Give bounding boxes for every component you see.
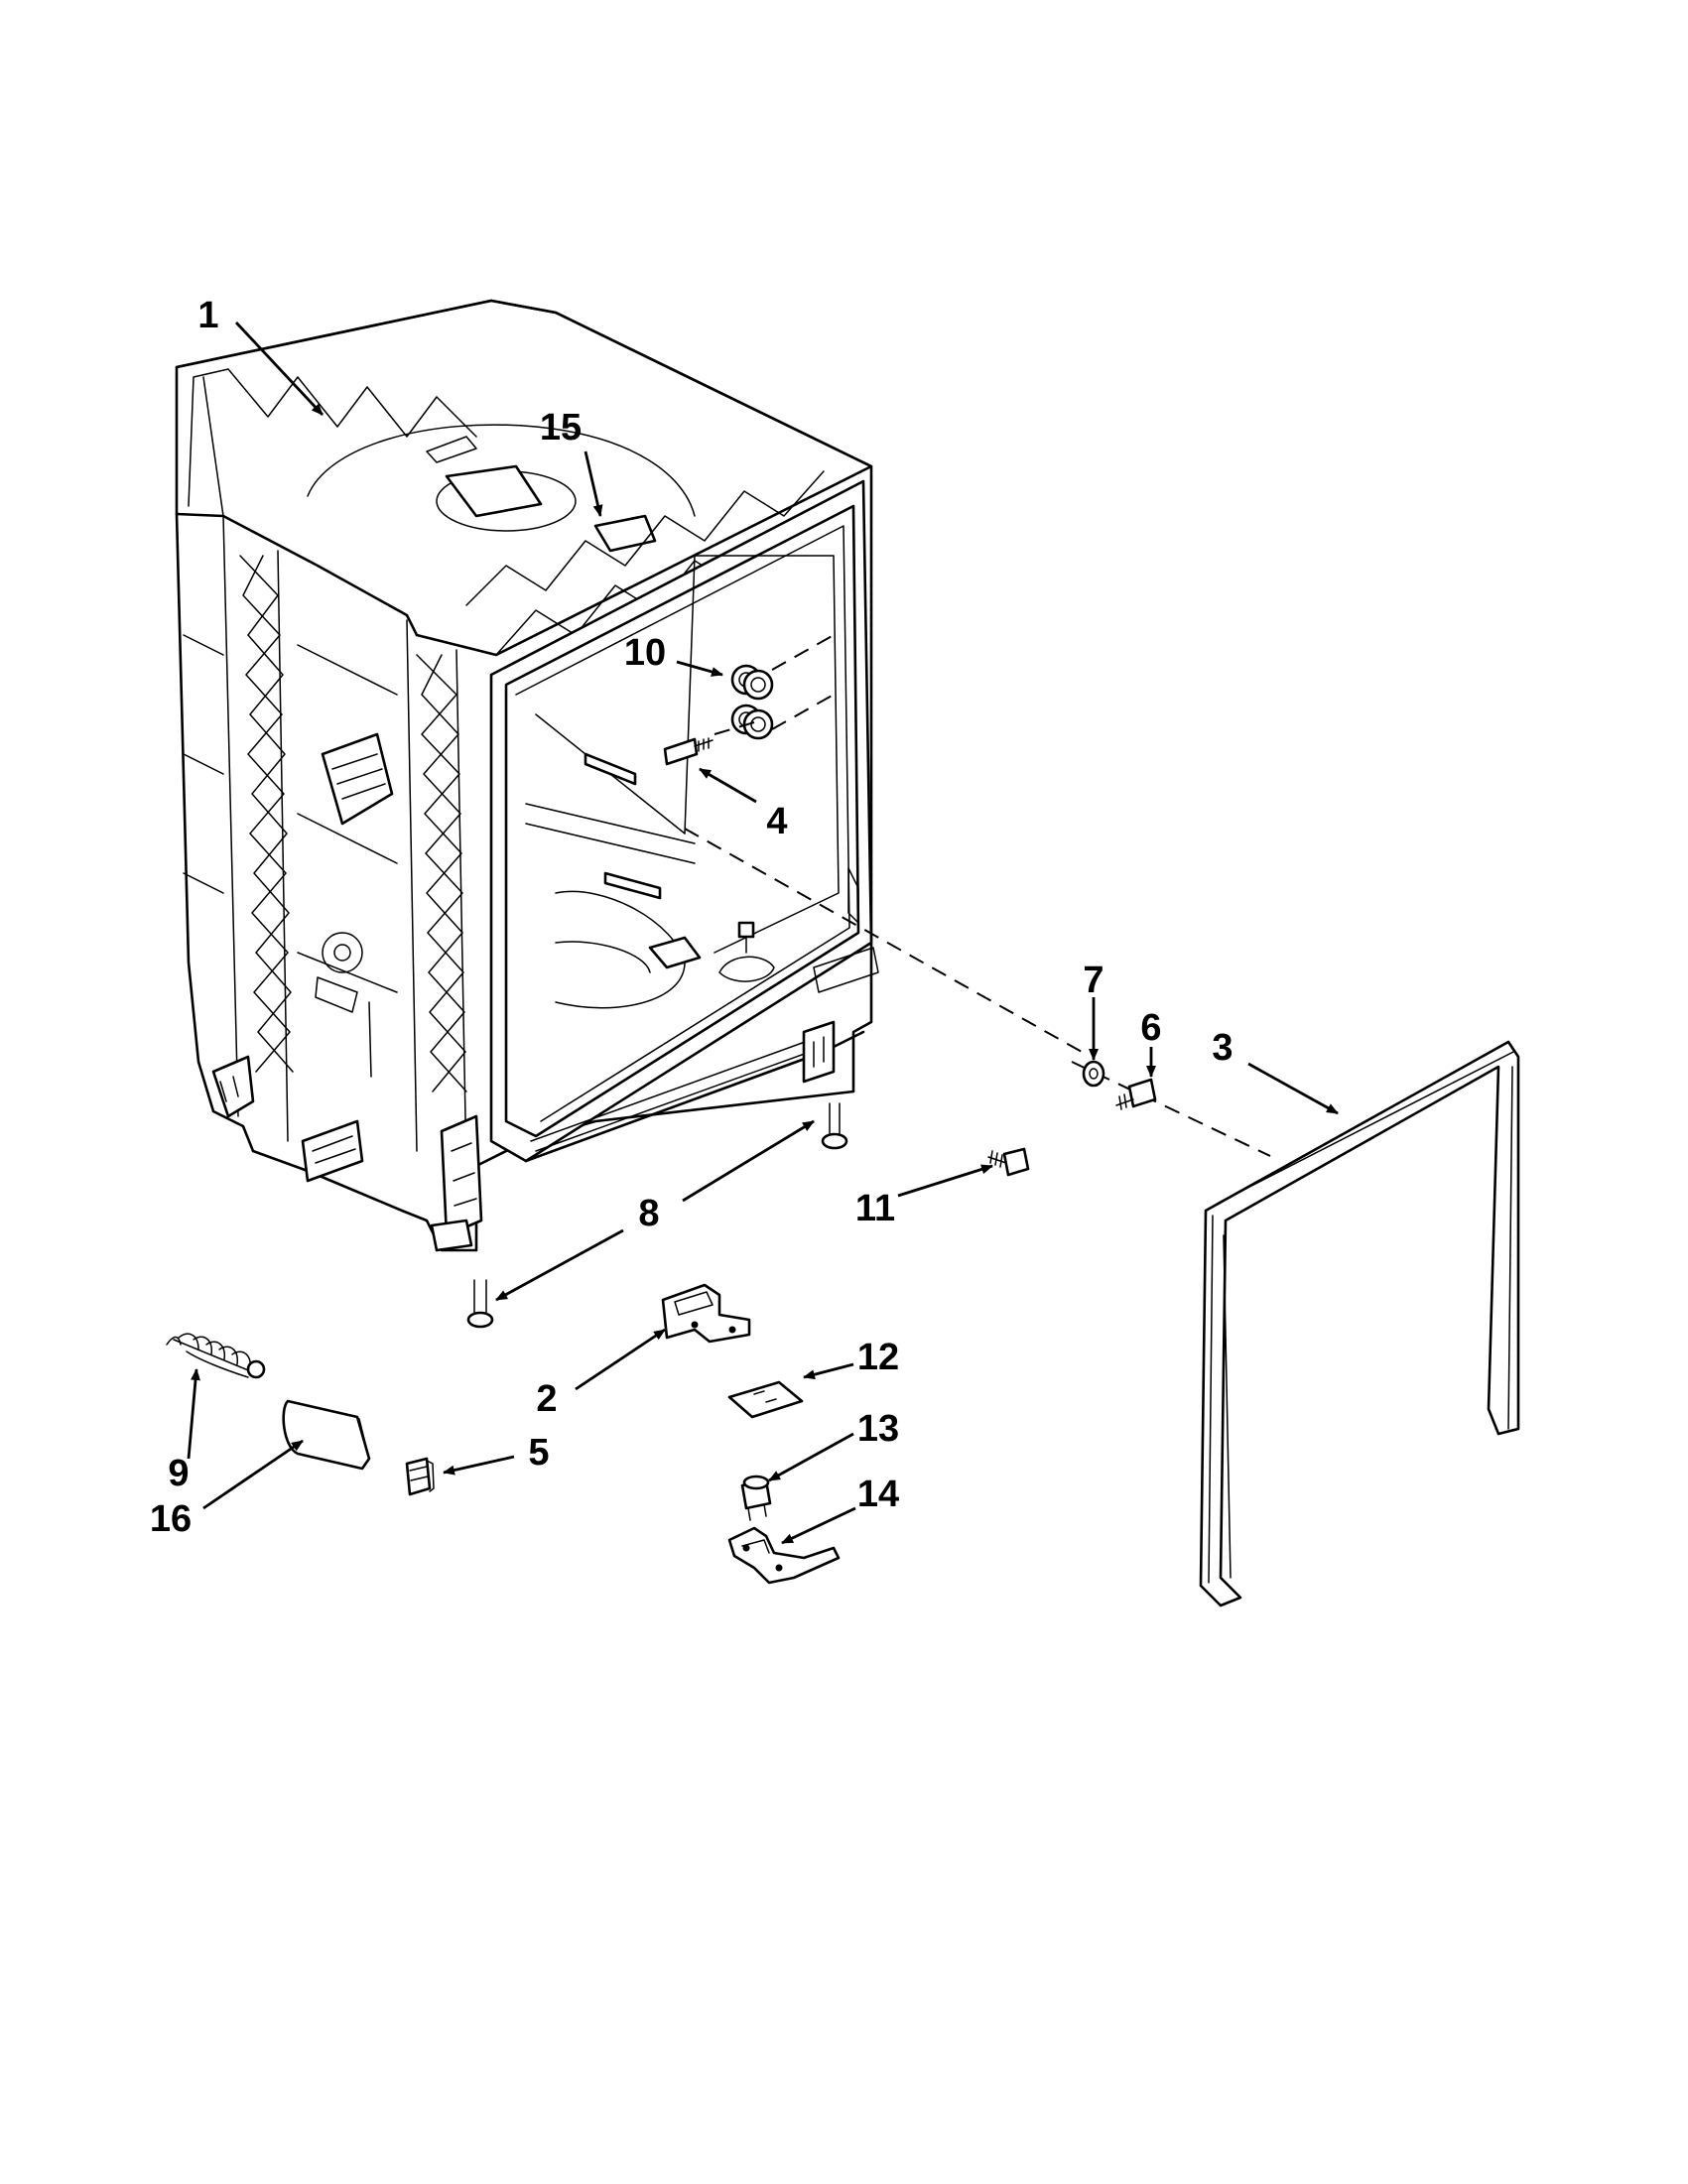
callout-4: 4 [766,801,787,842]
callout-14: 14 [857,1474,899,1515]
part-6-screw [1115,1078,1157,1110]
callout-13: 13 [857,1408,899,1450]
callout-12: 12 [857,1337,899,1378]
callout-8: 8 [638,1193,659,1234]
part-4-screw [663,737,714,766]
callout-5: 5 [528,1432,549,1474]
part-11-screw [987,1147,1030,1177]
callout-7: 7 [1083,960,1104,1001]
callout-9: 9 [168,1453,189,1494]
part-8-legs [466,1102,848,1329]
tub-assembly [175,299,879,1252]
part-12-pad [727,1380,804,1419]
part-2-bracket [661,1283,751,1344]
part-13-switch [740,1475,772,1521]
callout-11: 11 [855,1188,895,1229]
leader-arrows [187,321,1339,1545]
callout-2: 2 [536,1378,557,1420]
part-7-washer [1082,1060,1105,1088]
part-14-bracket [727,1526,841,1585]
callout-16: 16 [150,1498,192,1540]
callout-15: 15 [540,407,582,449]
callout-10: 10 [624,632,666,674]
part-5-clip [405,1457,435,1496]
callout-6: 6 [1140,1007,1161,1049]
callout-labels: 1 15 10 4 7 6 3 8 11 2 12 5 13 14 9 16 [150,295,1234,1540]
callout-3: 3 [1212,1027,1233,1069]
part-16-cap [282,1399,371,1471]
callout-1: 1 [197,295,218,336]
part-3-gasket [1199,1040,1520,1607]
part-9-spring [166,1333,266,1379]
